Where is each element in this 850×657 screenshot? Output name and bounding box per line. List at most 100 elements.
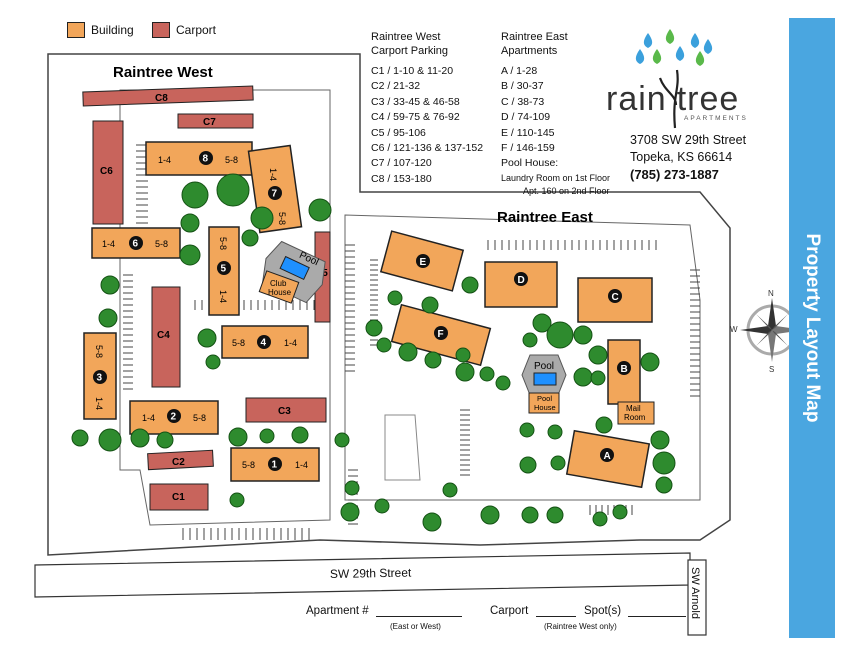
svg-text:Club: Club xyxy=(270,279,287,288)
tree-icon xyxy=(479,366,495,382)
svg-text:D: D xyxy=(518,275,525,286)
east-list-row: Pool House: xyxy=(501,157,559,170)
building-west-5: 5-851-4 xyxy=(208,226,240,316)
side-title: Property Layout Map xyxy=(802,233,823,423)
svg-text:3: 3 xyxy=(97,373,103,384)
east-list-row: F / 146-159 xyxy=(501,142,555,155)
svg-text:1-4: 1-4 xyxy=(268,168,278,181)
svg-text:1-4: 1-4 xyxy=(295,460,308,470)
east-list-row: A / 1-28 xyxy=(501,65,538,77)
legend-building-swatch xyxy=(67,22,85,38)
water-drop-icon xyxy=(703,39,713,54)
tree-icon xyxy=(259,428,275,444)
tree-icon xyxy=(588,345,608,365)
water-drop-icon xyxy=(675,46,685,61)
form-carport-line xyxy=(535,604,576,617)
svg-text:C2: C2 xyxy=(172,457,185,468)
tree-icon xyxy=(228,427,248,447)
tree-icon xyxy=(250,206,274,230)
form-apartment-note: (East or West) xyxy=(390,622,441,631)
svg-text:2: 2 xyxy=(171,412,177,423)
tree-icon xyxy=(442,482,458,498)
form-spot-line xyxy=(628,604,687,617)
svg-text:E: E xyxy=(420,257,427,268)
tree-icon xyxy=(241,229,259,247)
tree-icon xyxy=(398,342,418,362)
svg-text:1-4: 1-4 xyxy=(94,397,104,410)
svg-text:5-8: 5-8 xyxy=(277,212,287,225)
svg-text:C4: C4 xyxy=(157,330,170,341)
brand-tagline: APARTMENTS xyxy=(684,115,748,122)
tree-icon xyxy=(612,504,628,520)
street-sw-29th-label: SW 29th Street xyxy=(330,566,412,581)
street-sw-arnold xyxy=(687,559,707,636)
svg-text:S: S xyxy=(769,365,774,374)
address-phone: (785) 273-1887 xyxy=(630,167,719,182)
address-street: 3708 SW 29th Street xyxy=(630,133,747,147)
road-east xyxy=(344,214,701,501)
tree-icon xyxy=(550,455,566,471)
tree-icon xyxy=(365,319,383,337)
tree-icon xyxy=(546,506,564,524)
legend-carport-label: Carport xyxy=(176,23,217,37)
svg-text:5-8: 5-8 xyxy=(94,345,104,358)
west-list-row: C8 / 153-180 xyxy=(371,172,432,185)
west-list-heading-1: Raintree West xyxy=(371,31,441,43)
building-east-a: A xyxy=(565,429,651,489)
west-list-row: C2 / 21-32 xyxy=(371,80,421,93)
legend-building: Building xyxy=(67,22,134,38)
form-carport-label: Carport xyxy=(490,605,529,617)
carport-c2: C2 xyxy=(147,449,214,471)
svg-text:F: F xyxy=(438,329,444,340)
tree-icon xyxy=(229,492,245,508)
west-list-row: C7 / 107-120 xyxy=(371,157,432,170)
tree-icon xyxy=(461,276,479,294)
form-carport: Carport xyxy=(490,604,576,617)
svg-text:Mail: Mail xyxy=(626,404,641,413)
tree-icon xyxy=(650,430,670,450)
water-drop-icon xyxy=(665,29,675,44)
water-drop-icon xyxy=(690,33,700,48)
pool-east: Pool xyxy=(521,354,567,396)
west-list-row: C3 / 33-45 & 46-58 xyxy=(371,95,460,108)
legend-carport: Carport xyxy=(152,22,216,38)
tree-icon xyxy=(156,431,174,449)
street-sw-arnold-label: SW Arnold xyxy=(689,567,701,619)
legend-carport-swatch xyxy=(152,22,170,38)
logo-tree-trunk-icon xyxy=(658,69,679,129)
west-list-row: C6 / 121-136 & 137-152 xyxy=(371,142,484,155)
svg-text:1-4: 1-4 xyxy=(218,290,228,303)
svg-text:1-4: 1-4 xyxy=(102,239,115,249)
tree-icon xyxy=(308,198,332,222)
west-list-row: C1 / 1-10 & 11-20 xyxy=(371,65,454,77)
tree-icon xyxy=(376,337,392,353)
tree-icon xyxy=(180,213,200,233)
tree-icon xyxy=(291,426,309,444)
tree-icon xyxy=(71,429,89,447)
tree-icon xyxy=(573,325,593,345)
tree-icon xyxy=(655,476,673,494)
tree-icon xyxy=(344,480,360,496)
svg-text:5-8: 5-8 xyxy=(193,413,206,423)
tree-icon xyxy=(592,511,608,527)
carport-c3: C3 xyxy=(245,397,327,423)
building-west-3: 5-8 3 1-4 xyxy=(83,332,117,420)
svg-text:Room: Room xyxy=(624,413,646,422)
address-city: Topeka, KS 66614 xyxy=(630,150,733,164)
area-east-label: Raintree East xyxy=(497,209,593,226)
svg-text:C1: C1 xyxy=(172,492,185,503)
area-west-label: Raintree West xyxy=(113,64,213,81)
svg-text:C3: C3 xyxy=(278,406,291,417)
tree-icon xyxy=(640,352,660,372)
carport-c6: C6 xyxy=(92,120,124,225)
tree-icon xyxy=(130,428,150,448)
svg-text:5: 5 xyxy=(221,264,227,275)
parking-stripes xyxy=(123,144,700,540)
